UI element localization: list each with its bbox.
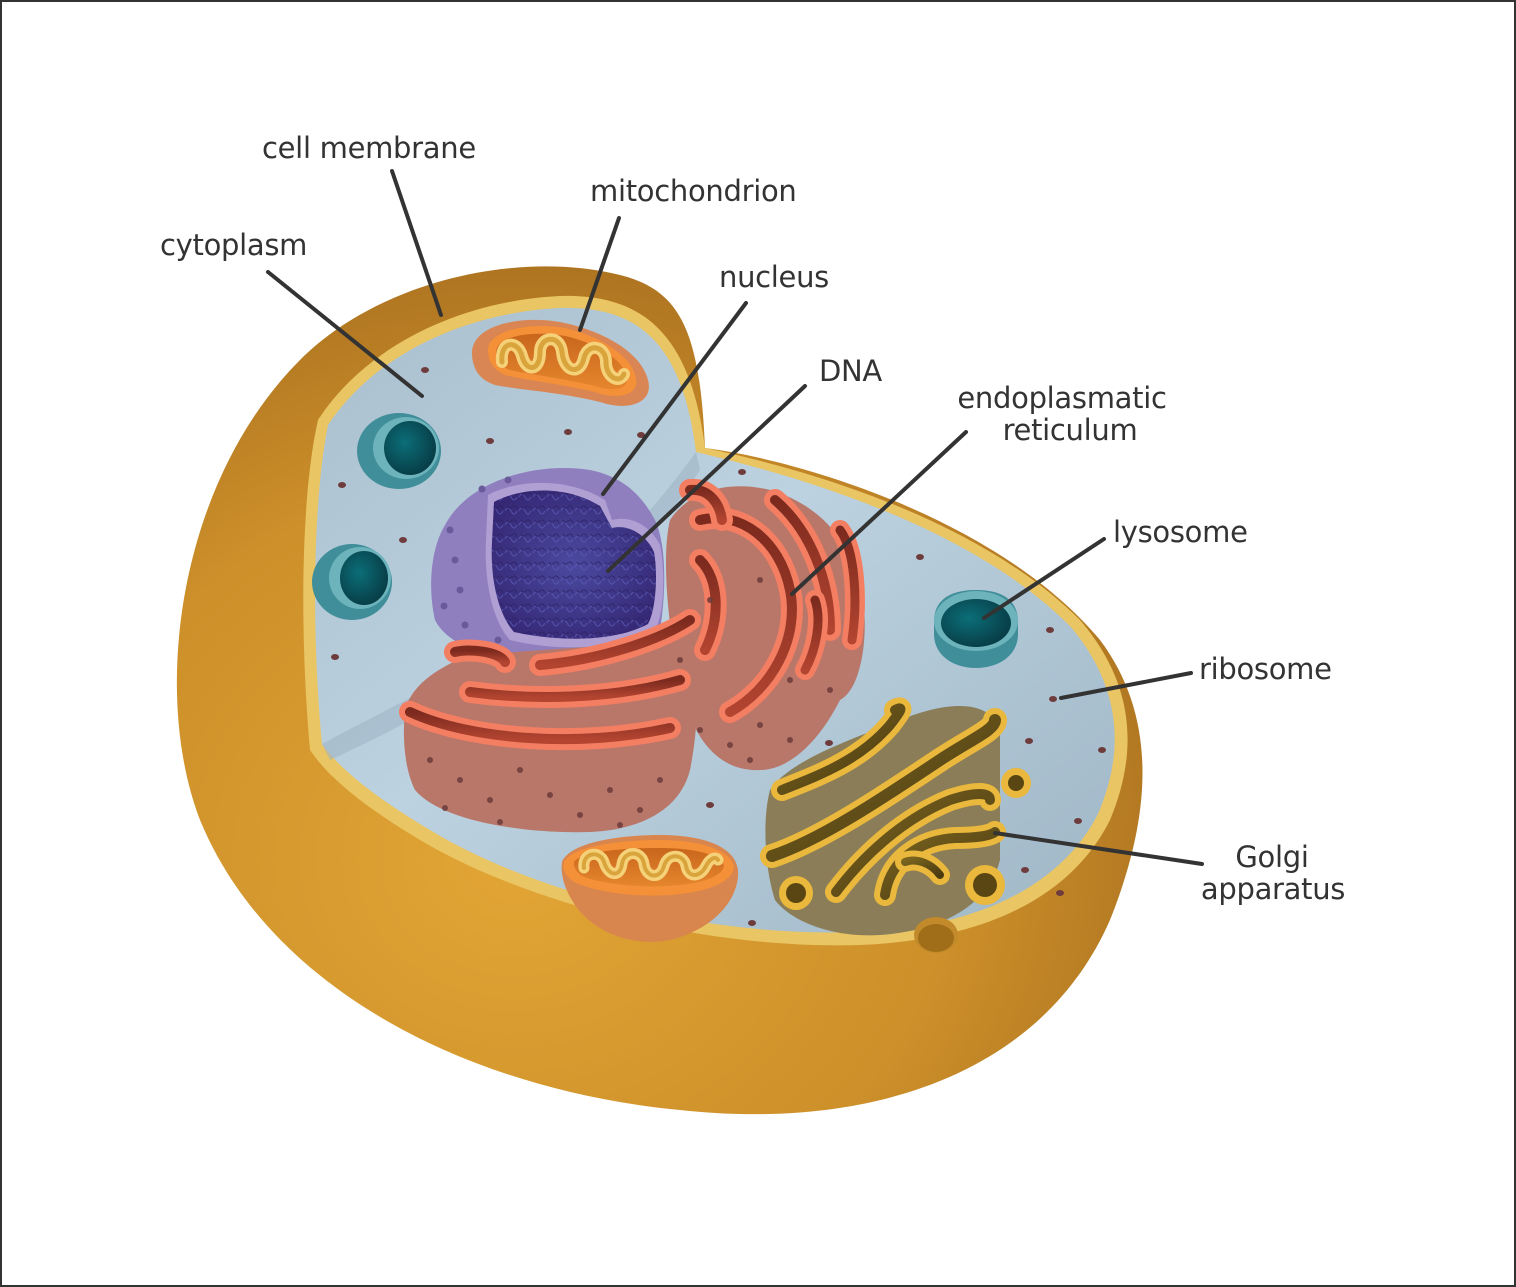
- label-er-line1: endoplasmatic: [957, 381, 1166, 415]
- ribosome-dot: [1021, 867, 1029, 873]
- leader-lines: [266, 169, 1204, 866]
- ribosome-dot: [564, 429, 572, 435]
- golgi-apparatus: [760, 697, 1031, 953]
- ribosome-dot: [1056, 890, 1064, 896]
- golgi-vesicles: [779, 768, 1031, 953]
- label-cell-membrane: cell membrane: [262, 131, 476, 165]
- label-golgi-line2: apparatus: [1201, 872, 1345, 906]
- leader-er: [790, 430, 968, 596]
- leader-cell-membrane: [390, 169, 443, 317]
- label-nucleus: nucleus: [719, 260, 829, 294]
- leader-nucleus: [601, 301, 748, 496]
- label-lysosome: lysosome: [1113, 515, 1248, 549]
- ribosome-dot: [748, 920, 756, 926]
- leader-mitochondrion: [578, 216, 621, 332]
- ribosome-dot: [486, 438, 494, 444]
- ribosomes: [331, 367, 1106, 926]
- ribosome-dot: [399, 537, 407, 543]
- ribosome-dot: [421, 367, 429, 373]
- ribosome-dot: [637, 432, 645, 438]
- leader-golgi: [993, 831, 1204, 866]
- ribosome-dot: [916, 554, 924, 560]
- ribosome-dot: [1049, 696, 1057, 702]
- leader-cytoplasm: [266, 270, 424, 398]
- ribosome-dot: [1046, 627, 1054, 633]
- leader-ribosome: [1059, 671, 1193, 700]
- label-mitochondrion: mitochondrion: [590, 174, 796, 208]
- nucleus: [431, 468, 665, 665]
- label-ribosome: ribosome: [1199, 652, 1332, 686]
- ribosome-dot: [331, 654, 339, 660]
- label-dna: DNA: [819, 354, 882, 388]
- ribosome-dot: [825, 740, 833, 746]
- ribosome-dot: [1025, 738, 1033, 744]
- mitochondrion-bottom: [561, 835, 739, 942]
- leader-lysosome: [982, 537, 1106, 620]
- ribosome-dot: [1074, 818, 1082, 824]
- lysosome-1: [357, 413, 441, 489]
- ribosome-dot: [738, 469, 746, 475]
- ribosome-dot: [1098, 747, 1106, 753]
- label-golgi-line1: Golgi: [1235, 840, 1308, 874]
- labels: cell membrane mitochondrion cytoplasm nu…: [160, 131, 1345, 906]
- mitochondrion-top: [471, 319, 649, 406]
- endoplasmic-reticulum: [399, 478, 865, 833]
- label-er-line2: reticulum: [1003, 413, 1138, 447]
- ribosome-dot: [706, 802, 714, 808]
- lysosome-2: [312, 544, 392, 620]
- label-cytoplasm: cytoplasm: [160, 228, 307, 262]
- ribosome-dot: [338, 482, 346, 488]
- leader-dna: [606, 384, 807, 573]
- er-ribosomes: [427, 577, 833, 828]
